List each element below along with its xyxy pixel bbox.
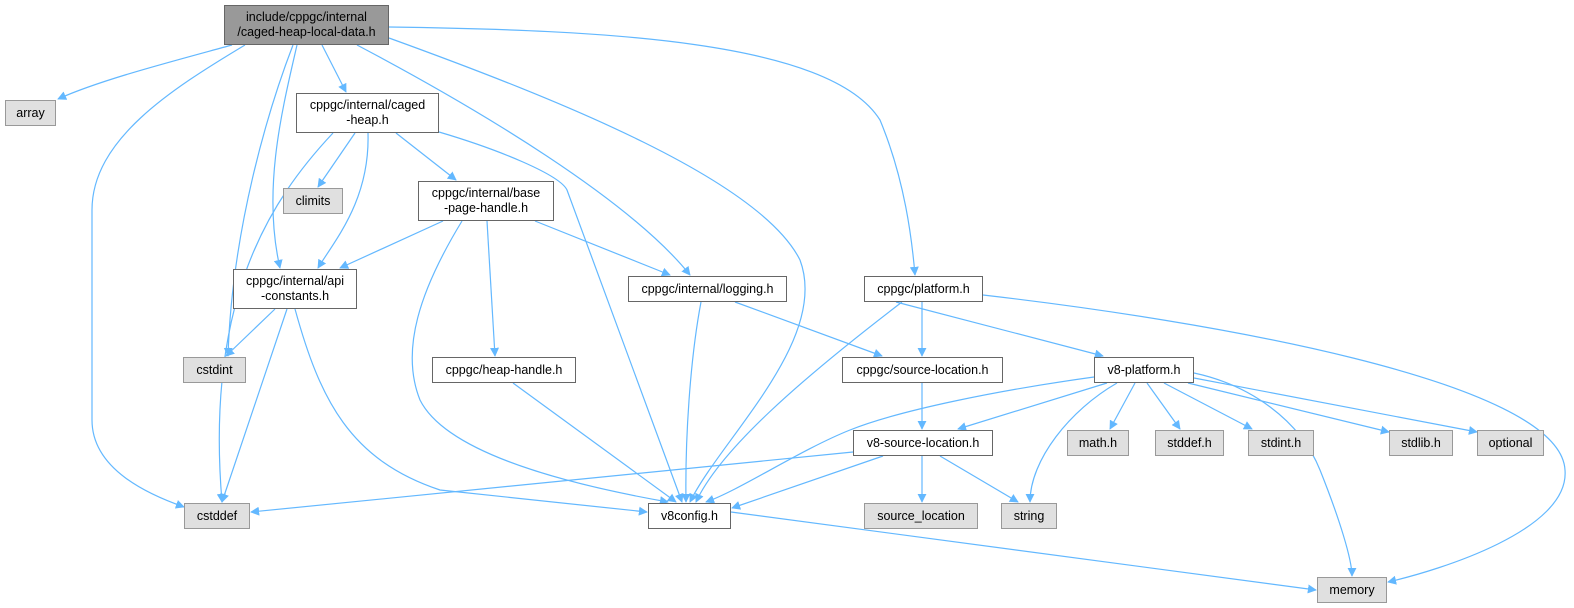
edge-api-constants-to-cstdint: [225, 308, 276, 357]
edge-heap-handle-to-v8config: [512, 382, 677, 503]
edge-v8-platform-to-v8-source-location: [957, 382, 1108, 431]
node-label: /caged-heap-local-data.h: [237, 25, 376, 39]
node-memory[interactable]: memory: [1317, 577, 1387, 603]
node-label: climits: [295, 193, 331, 208]
node-label: -heap.h: [346, 113, 389, 127]
node-label: -page-handle.h: [443, 201, 529, 215]
node-source-location-h[interactable]: cppgc/source-location.h: [842, 357, 1003, 383]
edge-v8-platform-to-v8config: [705, 376, 1095, 504]
node-label: stdint.h: [1260, 435, 1302, 450]
node-label: array: [16, 105, 45, 120]
edge-v8-source-location-to-v8config: [731, 455, 884, 510]
edge-logging-to-source-location-h: [734, 301, 883, 358]
node-base-page-handle[interactable]: cppgc/internal/base-page-handle.h: [418, 181, 554, 221]
node-label: v8-platform.h: [1107, 362, 1181, 377]
node-label: source_location: [877, 508, 965, 523]
node-stdlib-h[interactable]: stdlib.h: [1389, 430, 1453, 456]
edge-platform-to-v8-platform: [895, 301, 1104, 359]
node-label: cstdint: [196, 362, 233, 377]
edge-caged-heap-to-climits: [317, 132, 356, 188]
edge-v8-platform-to-stdlib-h: [1187, 382, 1390, 435]
node-root[interactable]: include/cppgc/internal/caged-heap-local-…: [224, 5, 389, 45]
edge-api-constants-to-cstddef: [220, 308, 288, 503]
node-v8config[interactable]: v8config.h: [648, 503, 731, 529]
node-cstdint[interactable]: cstdint: [183, 357, 246, 383]
edge-v8-platform-to-math-h: [1109, 382, 1136, 430]
node-math-h[interactable]: math.h: [1067, 430, 1129, 456]
node-string[interactable]: string: [1001, 503, 1057, 529]
node-caged-heap[interactable]: cppgc/internal/caged-heap.h: [296, 93, 439, 133]
node-label: string: [1013, 508, 1045, 523]
node-platform[interactable]: cppgc/platform.h: [864, 276, 983, 302]
node-label: stddef.h: [1167, 435, 1212, 450]
node-v8-platform[interactable]: v8-platform.h: [1094, 357, 1194, 383]
edge-root-to-api-constants: [272, 44, 298, 269]
edge-v8config-to-memory: [730, 511, 1317, 594]
edge-v8-platform-to-optional: [1193, 377, 1478, 435]
node-heap-handle[interactable]: cppgc/heap-handle.h: [432, 357, 576, 383]
node-label: cppgc/internal/base: [431, 186, 541, 200]
edge-v8-platform-to-stddef-h: [1146, 382, 1181, 430]
edge-base-page-handle-to-heap-handle: [486, 220, 500, 357]
node-label: cppgc/source-location.h: [856, 362, 989, 377]
node-cstddef[interactable]: cstddef: [184, 503, 250, 529]
node-v8-source-location[interactable]: v8-source-location.h: [853, 430, 993, 456]
edge-logging-to-v8config: [681, 301, 702, 503]
edge-v8-platform-to-string: [1025, 382, 1118, 503]
node-source-location[interactable]: source_location: [864, 503, 978, 529]
node-climits[interactable]: climits: [283, 188, 343, 214]
edge-v8-platform-to-memory: [1193, 372, 1357, 577]
node-label: cstddef: [196, 508, 238, 523]
node-label: stdlib.h: [1401, 435, 1441, 450]
edge-platform-to-v8config: [695, 301, 903, 503]
edge-root-to-array: [57, 44, 233, 100]
edge-root-to-cstddef: [91, 44, 246, 509]
node-label: optional: [1488, 435, 1533, 450]
edge-root-to-platform: [388, 26, 919, 276]
node-logging[interactable]: cppgc/internal/logging.h: [628, 276, 787, 302]
node-stdint-h[interactable]: stdint.h: [1248, 430, 1314, 456]
node-label: cppgc/heap-handle.h: [445, 362, 563, 377]
node-api-constants[interactable]: cppgc/internal/api-constants.h: [233, 269, 357, 309]
edge-root-to-v8config: [388, 37, 806, 503]
node-array[interactable]: array: [5, 100, 56, 126]
edge-v8-source-location-to-cstddef: [250, 451, 854, 516]
node-label: cppgc/internal/api: [246, 274, 344, 288]
node-label: cppgc/internal/caged: [309, 98, 426, 112]
node-label: v8-source-location.h: [866, 435, 980, 450]
node-label: cppgc/platform.h: [877, 281, 970, 296]
node-label: -constants.h: [260, 289, 330, 303]
edge-api-constants-to-v8config: [294, 308, 648, 516]
edge-root-to-caged-heap: [321, 44, 347, 93]
node-label: include/cppgc/internal: [246, 10, 367, 24]
edge-caged-heap-to-base-page-handle: [395, 132, 457, 181]
node-label: v8config.h: [661, 508, 718, 523]
edge-caged-heap-to-v8config: [438, 131, 684, 503]
edge-base-page-handle-to-api-constants: [339, 220, 444, 269]
edge-caged-heap-to-cstddef: [216, 132, 334, 503]
edge-v8-source-location-to-string: [939, 455, 1019, 503]
edge-root-to-cstdint: [223, 44, 294, 357]
edge-root-to-logging: [356, 44, 691, 276]
node-label: memory: [1329, 582, 1375, 597]
node-label: math.h: [1078, 435, 1118, 450]
node-stddef-h[interactable]: stddef.h: [1155, 430, 1224, 456]
edge-base-page-handle-to-logging: [534, 220, 671, 277]
edge-v8-platform-to-stdint-h: [1163, 382, 1253, 430]
edge-base-page-handle-to-v8config: [411, 220, 669, 506]
node-label: cppgc/internal/logging.h: [641, 281, 774, 296]
node-optional[interactable]: optional: [1477, 430, 1544, 456]
edge-caged-heap-to-api-constants: [317, 132, 369, 269]
